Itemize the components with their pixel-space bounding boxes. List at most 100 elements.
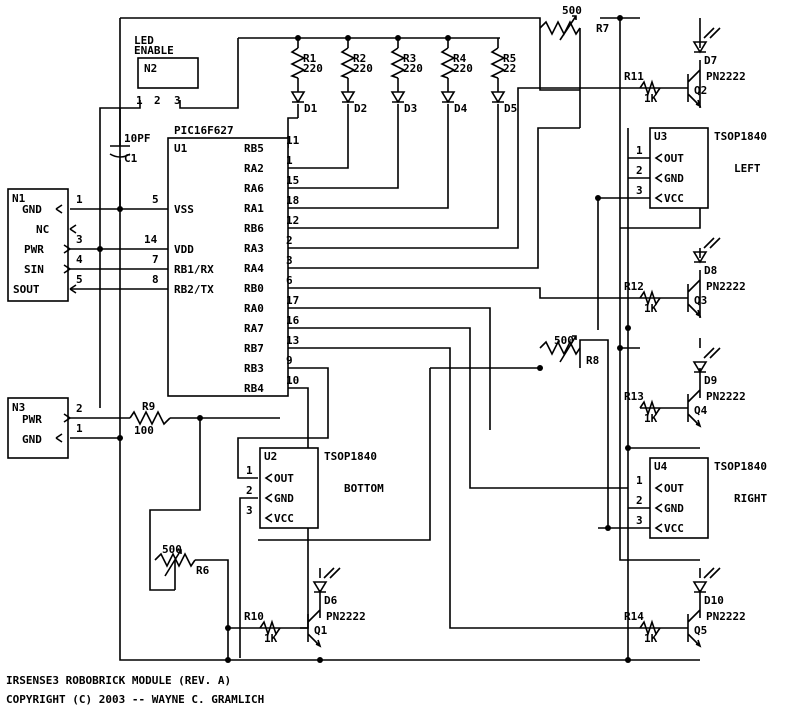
resistor-ref: R13 [624,390,644,403]
pin-name: RA0 [244,302,264,315]
led-symbol [340,91,356,104]
resistor-ref: R3 [403,52,416,65]
connector-ref: N1 [12,192,26,205]
transistor-ref: Q2 [694,84,707,97]
pin-name: RA3 [244,242,264,255]
pin-name: RA6 [244,182,264,195]
pin-number: 2 [76,402,83,415]
transistor-part: PN2222 [706,280,746,293]
sensor-part: TSOP1840 [714,460,767,473]
connector-ref: N3 [12,401,25,414]
led-drivers: D7R111KPN2222Q2D8R121KPN2222Q3D9R131KPN2… [244,27,746,648]
resistor-symbol [639,619,661,637]
pin-number: 14 [144,233,158,246]
resistor-ref: R1 [303,52,317,65]
pin-number: 3 [286,254,293,267]
pin-number: 11 [286,134,300,147]
pin-name: PWR [24,243,44,256]
pin-name: RB1/RX [174,263,214,276]
pin-number: 3 [636,184,643,197]
pin-name: RB5 [244,142,264,155]
pin-name: RB0 [244,282,264,295]
resistor-r9: R9 100 [129,400,171,437]
pin-name: VDD [174,243,194,256]
pin-number: 16 [286,314,300,327]
led-ref: D6 [324,594,338,607]
led-ref: D8 [704,264,717,277]
wires [70,17,701,661]
pin-name: VCC [274,512,294,525]
pin-number: 1 [636,474,643,487]
pin-number: 5 [152,193,159,206]
pin-number: 13 [286,334,299,347]
transistor-symbol [687,609,702,648]
pin-number: 3 [174,94,181,107]
led-symbol [440,91,456,104]
led-symbol [692,581,708,594]
pin-number: 1 [286,154,293,167]
led-ref: D5 [504,102,517,115]
pot-value: 500 [562,4,582,17]
led-ref: D3 [404,102,417,115]
led-symbol [692,361,708,374]
pin-number: 7 [152,253,159,266]
pin-number: 2 [246,484,253,497]
pot-ref: R7 [596,22,609,35]
pin-number: 8 [152,273,159,286]
transistor-symbol [687,69,702,108]
transistor-part: PN2222 [326,610,366,623]
resistor-value: 1K [644,302,658,315]
led-ref: D1 [304,102,318,115]
sensor-position: RIGHT [734,492,767,505]
connector-ref: N2 [144,62,157,75]
pin-number: 10 [286,374,299,387]
pin-name: RB2/TX [174,283,214,296]
transistor-part: PN2222 [706,70,746,83]
pin-number: 3 [76,233,83,246]
pin-name: SIN [24,263,44,276]
capacitor-value: 10PF [124,132,151,145]
copyright-line: COPYRIGHT (C) 2003 -- WAYNE C. GRAMLICH [6,693,264,706]
resistor-symbol [339,47,356,79]
sensor-position: BOTTOM [344,482,384,495]
resistor-ref: R11 [624,70,644,83]
pin-number: 1 [246,464,253,477]
sensor-part: TSOP1840 [324,450,377,463]
resistor-value: 220 [403,62,423,75]
resistor-value: 1K [644,632,658,645]
pin-name: VCC [664,522,684,535]
sensor-ref: U2 [264,450,277,463]
resistor-value: 1K [264,632,278,645]
pin-name: RA7 [244,322,264,335]
transistor-symbol [687,279,702,318]
pot-value: 500 [554,334,574,347]
pot-r7: 500 R7 [539,4,609,41]
pot-r6: 500 R6 [154,543,210,577]
transistor-ref: Q4 [694,404,708,417]
pin-name: RA2 [244,162,264,175]
pin-name: RB7 [244,342,264,355]
led-symbol [312,581,328,594]
resistor-ref: R14 [624,610,644,623]
transistor-symbol [687,389,702,428]
pin-number: 3 [636,514,643,527]
pin-name: GND [22,203,42,216]
pin-name: RA1 [244,202,264,215]
resistor-value: 1K [644,92,658,105]
pin-number: 9 [286,354,293,367]
led-ref: D4 [454,102,468,115]
led-ref: D2 [354,102,367,115]
pot-r8: 500 R8 [539,334,599,367]
mcu-right-pins: RB511RA21RA615RA118RB612RA32RA43RB06RA01… [244,134,300,395]
pin-number: 2 [636,494,643,507]
pin-name: RB3 [244,362,264,375]
pin-number: 3 [246,504,253,517]
